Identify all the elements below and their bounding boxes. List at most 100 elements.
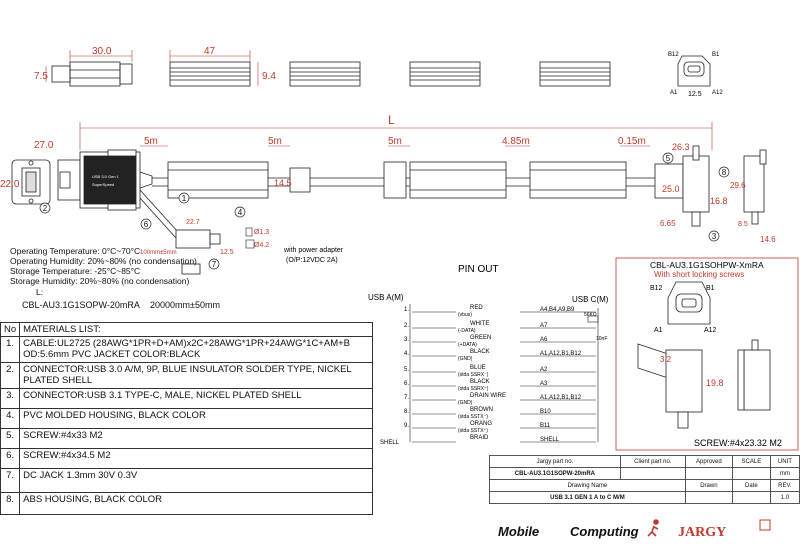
pin-wire: BLUE [470,365,486,371]
type-c-end-view [677,55,711,87]
xmra-b12: B12 [650,285,663,292]
pin-number: 5. [404,367,409,373]
pin-wire: RED [470,305,483,311]
pinout-frame [409,304,599,442]
pin-wire: BRAID [470,435,489,441]
dim-29-6: 29.6 [730,181,746,190]
pin-wire-sub: (stda SSTX⁺) [458,428,488,434]
pin-wire-sub: (GND) [458,356,473,362]
dim-27: 27.0 [34,140,54,151]
tb-h-client: Client part no. [619,455,686,468]
dim-12-5-end: 12.5 [688,91,702,98]
tb-h-rev: REV. [769,479,800,492]
pin-c-pin: A7 [540,323,548,329]
tb-unit: mm [769,467,800,480]
tb-h-drawn: Drawn [684,479,733,492]
dim-22-7: 22.7 [186,219,200,226]
dim-dc-cable: 100mm±5mm [140,250,177,256]
superspeed-text: SuperSpeed [92,182,114,187]
materials-text: DC JACK 1.3mm 30V 0.3V [19,468,373,493]
screws-left [107,149,137,211]
pin-c-pin: SHELL [540,437,560,443]
dim-len5: 0.15m [618,136,646,147]
cap-label: 10nF [596,336,607,342]
balloon-number: 8 [722,168,727,177]
logo-computing: Computing [570,524,639,539]
materials-row: 6.SCREW:#4x34.5 M2 [0,448,373,469]
pin-number: 8. [404,409,409,415]
materials-no: 1. [0,336,21,363]
materials-text: SCREW:#4x34.5 M2 [19,448,373,469]
materials-text: PVC MOLDED HOUSING, BLACK COLOR [19,408,373,429]
tb-h-drawing: Drawing Name [489,479,686,492]
materials-no: 8. [0,492,21,515]
xmra-side-views [637,339,771,429]
dim-16-8: 16.8 [710,196,728,206]
materials-no: 2. [0,362,21,389]
dim-9-4: 9.4 [262,71,276,82]
balloon-number: 1 [182,194,187,203]
pin-wire: DRAIN WIRE [470,393,506,399]
usb-c-plug [654,145,767,227]
pin-wire: BLACK [470,379,490,385]
materials-row: 4.PVC MOLDED HOUSING, BLACK COLOR [0,408,373,429]
pin-a1: A1 [670,90,678,96]
materials-row: 3.CONNECTOR:USB 3.1 TYPE-C, MALE, NICKEL… [0,388,373,409]
res-label: 56KΩ [584,312,597,318]
xmra-a12: A12 [704,327,717,334]
power-adapter: with power adapter [283,247,344,254]
pin-number: 3. [404,337,409,343]
pin-number: 1. [404,307,409,313]
tb-part: CBL-AU3.1G1SOPW-20mRA [489,467,621,480]
pin-shell: SHELL [380,440,400,446]
balloon-circle [662,152,674,164]
spec-op-humidity: Operating Humidity: 20%~80% (no condensa… [10,256,197,266]
tb-rev: 1.0 [769,491,800,504]
length-label: L: [36,287,44,297]
xmra-title: CBL-AU3.1G1SOHPW-XmRA [650,260,764,270]
pin-wire-sub: (stda SSTX⁻) [458,414,488,420]
pin-number: 9. [404,423,409,429]
xmra-subtitle: With short locking screws [654,270,744,279]
pin-c-pin: A6 [540,337,548,343]
materials-no: 3. [0,388,21,409]
tb-drawing: USB 3.1 GEN 1 A to C M/M [489,491,686,504]
materials-no: 4. [0,408,21,429]
dim-len3: 5m [388,136,402,147]
logo-strip [759,519,771,531]
usb-a-end-view [11,159,51,205]
pin-number: 2. [404,323,409,329]
pin-number: 4. [404,351,409,357]
dim-47: 47 [204,46,216,57]
dim-22: 22.0 [0,179,20,190]
tb-h-date: Date [731,479,771,492]
pin-c-pin: B10 [540,409,551,415]
dim-30: 30.0 [92,46,112,57]
balloon-circle [39,202,51,214]
materials-text: ABS HOUSING, BLACK COLOR [19,492,373,515]
materials-table: No MATERIALS LIST: 1.CABLE:UL2725 (28AWG… [0,322,373,515]
xmra-end-view [667,281,711,325]
balloon-circle [178,192,190,204]
pin-wire: BLACK [470,349,490,355]
pin-wire: GREEN [470,335,491,341]
top-profile-view [51,61,611,87]
part-length: 20000mm±50mm [150,300,220,310]
materials-row: 7.DC JACK 1.3mm 30V 0.3V [0,468,373,493]
pinout-right: USB C(M) [572,295,609,304]
balloon-number: 7 [212,260,217,269]
power-output: (O/P:12VDC 2A) [286,257,338,264]
balloon-circle [718,166,730,178]
length-dimensions [79,122,713,150]
dim-26-3: 26.3 [672,142,690,152]
pin-b1: B1 [712,52,720,58]
balloon-circle [208,258,220,270]
xmra-screw: SCREW:#4x23.32 M2 [694,438,782,448]
materials-header: MATERIALS LIST: [19,322,373,337]
pin-c-pin: B11 [540,423,551,429]
pin-number: 6. [404,381,409,387]
materials-text: CABLE:UL2725 (28AWG*1PR+D+AM)x2C+28AWG*1… [19,336,373,363]
pin-wire: BROWN [470,407,493,413]
